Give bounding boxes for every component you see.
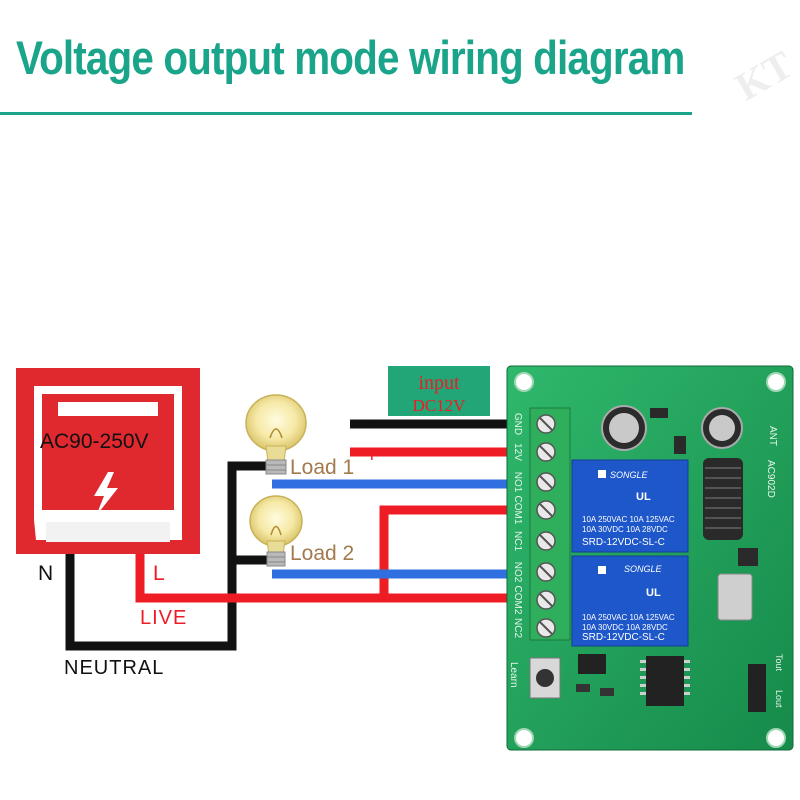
mode-label: Tout: [774, 654, 784, 672]
load2-bulb-icon: [249, 495, 303, 567]
relay-model: SRD-12VDC-SL-C: [582, 537, 665, 548]
mount-hole: [766, 728, 786, 748]
live-wire-label: LIVE: [140, 607, 187, 629]
relay-1: SONGLE UL 10A 250VAC 10A 125VAC 10A 30VD…: [571, 459, 689, 553]
title-underline: [0, 112, 692, 115]
svg-text:UL: UL: [636, 491, 651, 503]
neutral-wire: [65, 461, 268, 651]
power-meter: AC90-250V: [16, 368, 200, 554]
chip-icon: [578, 654, 606, 674]
relay-board: GND 12V NO1 COM1 NC1 NO2 COM2 NC2 SONGLE…: [506, 365, 794, 751]
dc-minus-label: -: [368, 409, 376, 436]
mount-hole: [514, 372, 534, 392]
relay-brand: SONGLE: [624, 564, 663, 574]
svg-text:UL: UL: [646, 587, 661, 599]
relay-2: SONGLE UL 10A 250VAC 10A 125VAC 10A 30VD…: [571, 555, 689, 647]
terminal-label: GND: [512, 413, 523, 435]
terminal-label: NC1: [512, 531, 523, 551]
terminal-label: COM1: [512, 496, 523, 525]
terminal-label: NC2: [512, 618, 523, 638]
neutral-terminal-label: N: [38, 562, 53, 585]
load2-label: Load 2: [290, 542, 354, 565]
dc-plus-label: +: [366, 445, 378, 467]
power-voltage-label: AC90-250V: [40, 430, 149, 453]
relay-rating: 10A 250VAC 10A 125VAC: [582, 613, 675, 622]
learn-label: Learn: [508, 662, 519, 688]
mode-jumper-icon: [748, 664, 766, 712]
load1-bulb-icon: [245, 394, 307, 475]
relay-logo-icon: [598, 470, 606, 478]
input-voltage-label: DC12V: [413, 396, 467, 415]
mode-label: Lout: [774, 690, 784, 708]
lightning-icon: [94, 472, 118, 516]
input-box: [388, 366, 490, 416]
live-jumper-com: [379, 505, 545, 598]
terminal-label: NO1: [512, 472, 523, 493]
mount-hole: [766, 372, 786, 392]
mount-hole: [514, 728, 534, 748]
chip-icon: [646, 656, 684, 706]
terminal-label: COM2: [512, 586, 523, 615]
relay-model: SRD-12VDC-SL-C: [582, 632, 665, 643]
terminal-label: 12V: [512, 443, 523, 461]
crystal-icon: [717, 573, 753, 621]
meter-slot: [58, 402, 158, 416]
live-terminal-label: L: [153, 562, 165, 585]
terminal-label: NO2: [512, 562, 523, 583]
load1-label: Load 1: [290, 456, 354, 479]
module-label: AC902D: [765, 460, 776, 498]
relay-logo-icon: [598, 566, 606, 574]
live-wire: [135, 554, 545, 603]
relay-rating: 10A 30VDC 10A 28VDC: [582, 623, 668, 632]
neutral-wire-label: NEUTRAL: [64, 657, 164, 679]
relay-rating: 10A 30VDC 10A 28VDC: [582, 525, 668, 534]
relay-rating: 10A 250VAC 10A 125VAC: [582, 515, 675, 524]
ant-label: ANT: [767, 426, 778, 446]
relay-brand: SONGLE: [610, 470, 649, 480]
input-label: input: [418, 372, 460, 394]
page-title: Voltage output mode wiring diagram: [16, 31, 685, 84]
